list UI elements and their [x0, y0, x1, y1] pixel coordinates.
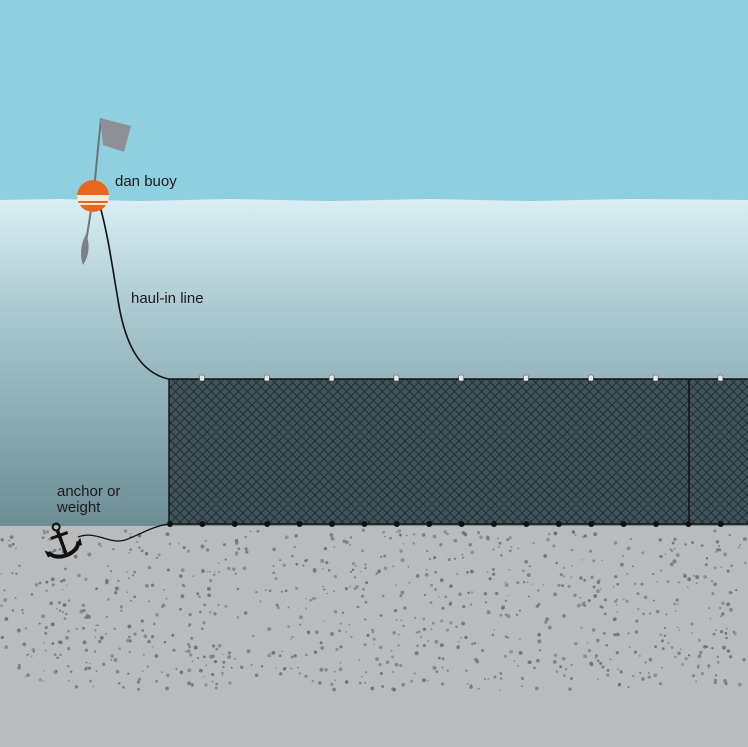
float — [458, 374, 464, 382]
sky — [0, 0, 748, 205]
label-anchor-line2: weight — [57, 499, 101, 516]
floats — [199, 374, 724, 382]
label-haul-in-line: haul-in line — [131, 290, 204, 307]
buoy-band-lower — [77, 203, 109, 205]
sinker — [361, 521, 368, 527]
float — [523, 374, 529, 382]
anchor-line — [77, 523, 169, 542]
label-dan-buoy: dan buoy — [115, 173, 177, 190]
sinker — [588, 521, 595, 527]
label-anchor-or-weight: anchor or weight — [57, 484, 120, 516]
sinker — [199, 521, 206, 527]
buoy-counterweight — [81, 234, 89, 265]
sinker — [296, 521, 303, 527]
float — [393, 374, 400, 382]
dan-buoy-icon — [77, 117, 131, 265]
buoy-band — [77, 195, 109, 201]
sinker — [491, 521, 497, 527]
sinkers — [167, 521, 724, 527]
float — [264, 374, 270, 382]
net-mesh — [169, 379, 748, 524]
sinker — [717, 521, 724, 527]
sinker — [555, 521, 562, 527]
sinker — [458, 521, 465, 527]
float — [199, 374, 205, 382]
gillnet — [167, 374, 748, 527]
flag-icon — [100, 118, 131, 152]
float — [588, 374, 594, 382]
haul-in-line — [99, 205, 169, 380]
float — [652, 374, 659, 382]
sinker — [231, 521, 238, 527]
sinker — [426, 521, 433, 527]
sinker — [167, 521, 173, 527]
sinker — [329, 521, 335, 527]
sinker — [620, 521, 627, 527]
anchor-icon — [44, 522, 82, 559]
seabed — [0, 526, 748, 747]
seabed-speckles — [0, 528, 747, 692]
sinker — [653, 521, 659, 527]
sinker — [685, 521, 692, 527]
sinker — [264, 521, 271, 527]
float — [717, 374, 724, 382]
sinker — [523, 521, 530, 527]
sinker — [393, 521, 400, 527]
label-anchor-line1: anchor or — [57, 483, 121, 500]
float — [328, 374, 335, 382]
